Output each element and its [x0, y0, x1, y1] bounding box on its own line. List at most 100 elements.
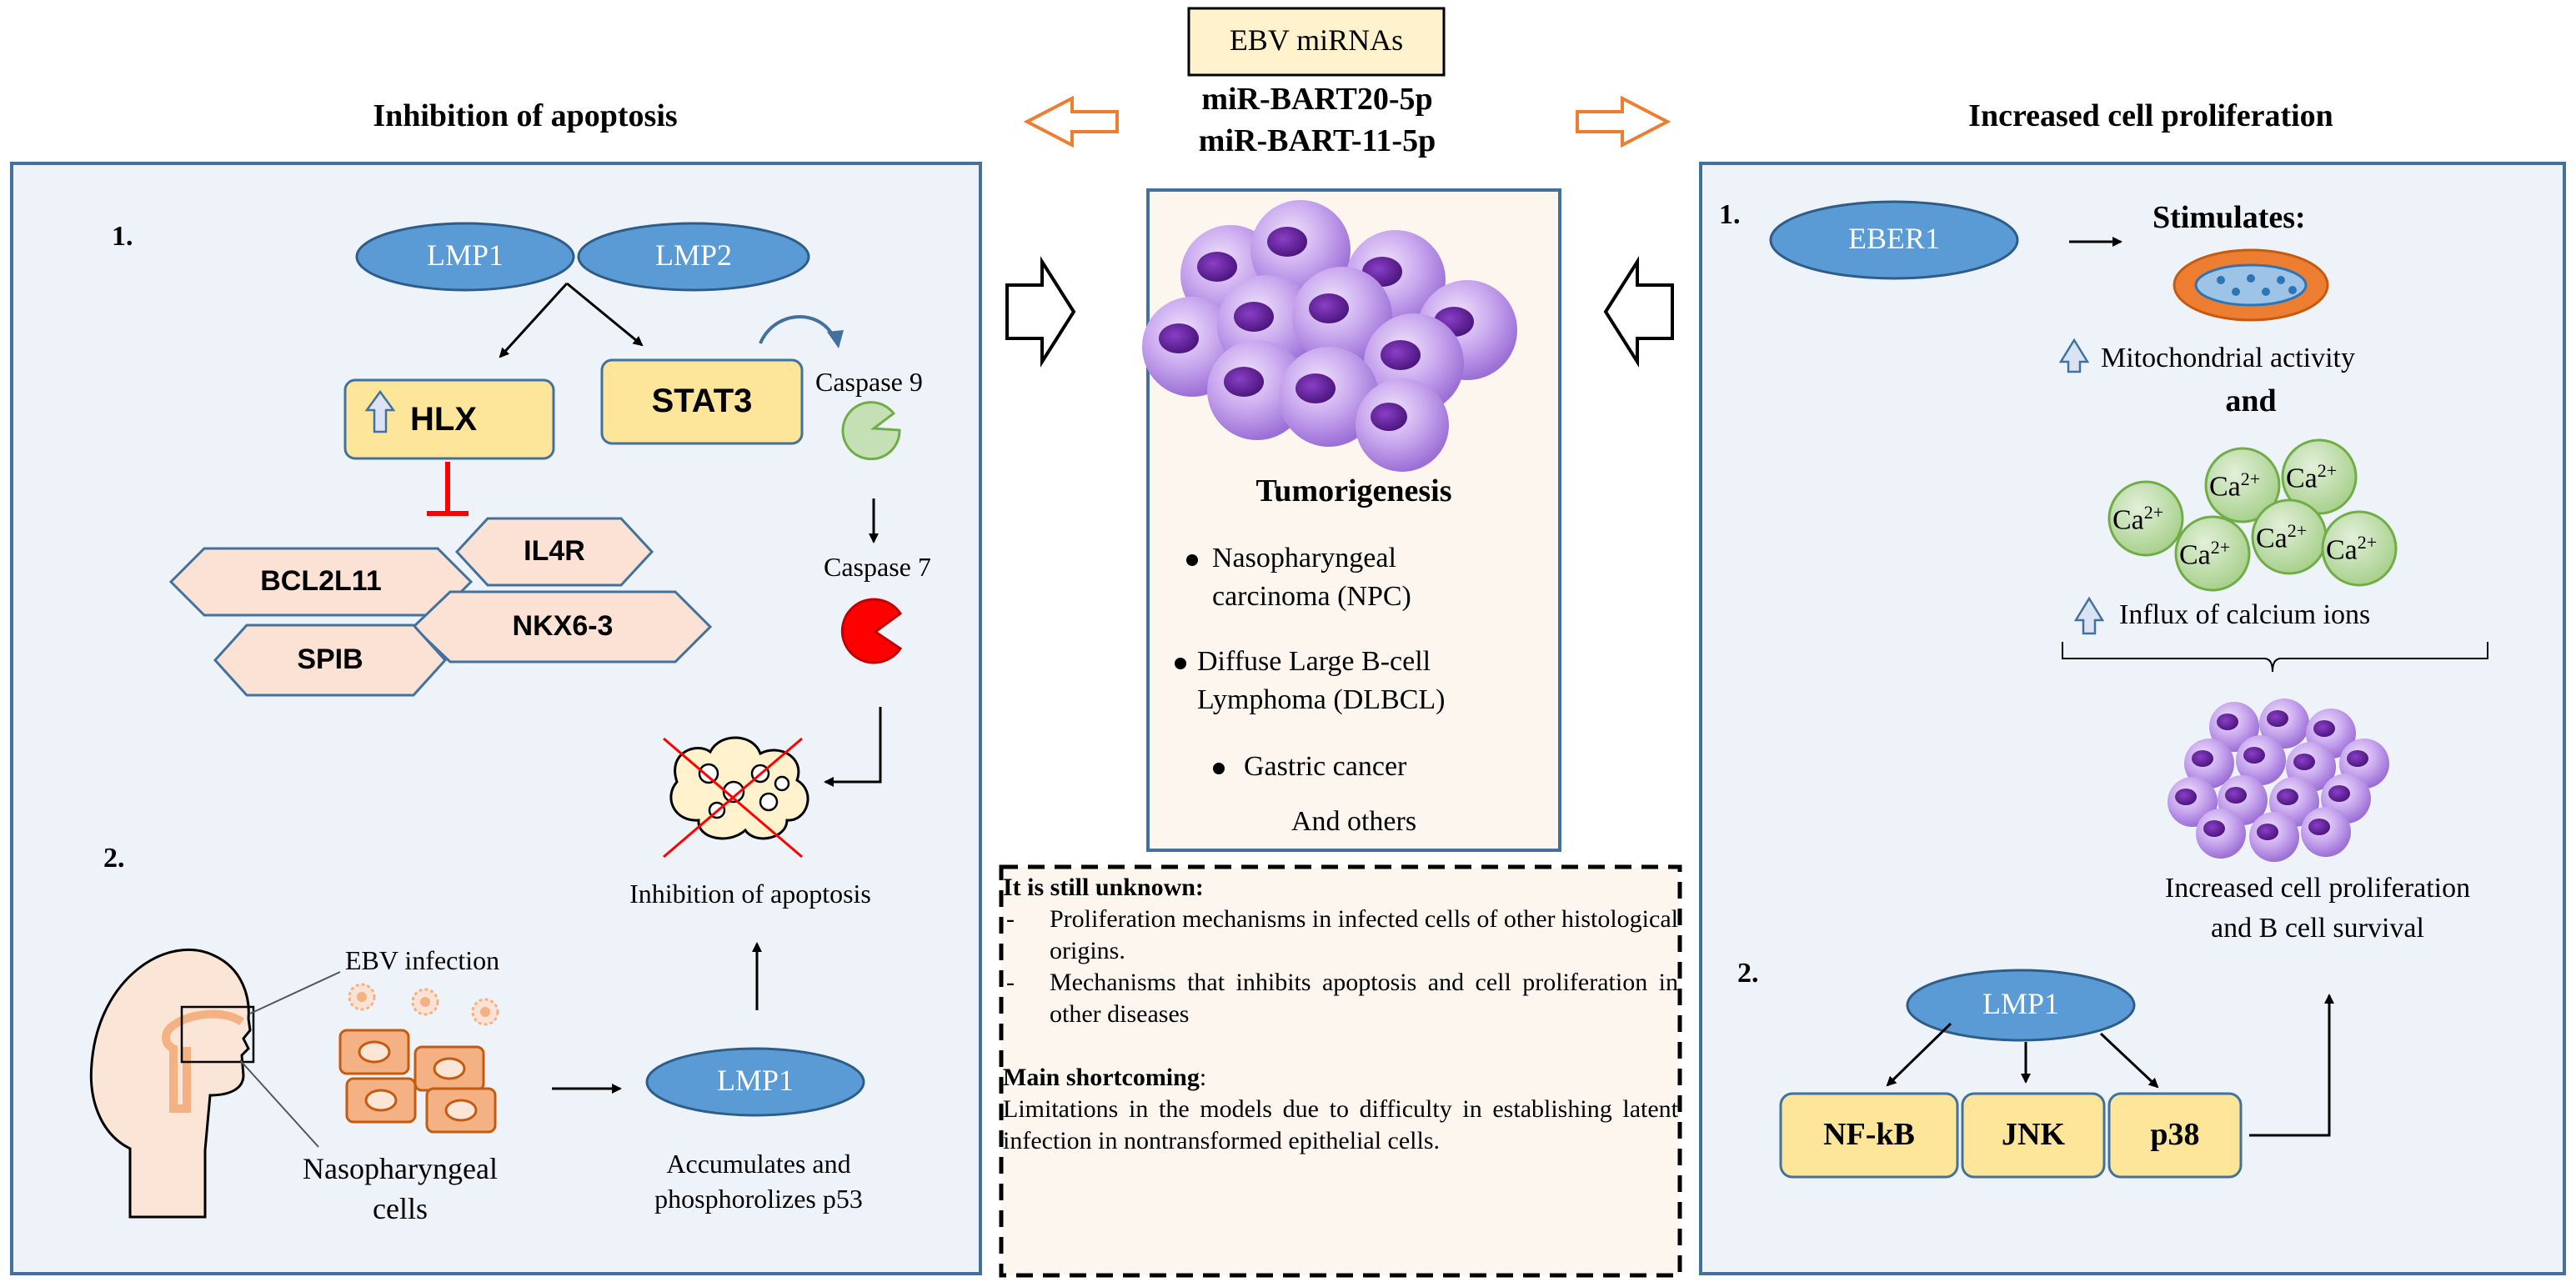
ebv-infection-label: EBV infection [345, 945, 500, 975]
shortcoming-heading: Main shortcoming [1003, 1064, 1200, 1091]
gene-il4r: IL4R [524, 535, 585, 567]
p38-label: p38 [2150, 1117, 2200, 1152]
naso-cells-label-1: Nasopharyngeal [303, 1152, 498, 1185]
lmp2-label: LMP2 [654, 238, 733, 272]
right-section1-number: 1. [1719, 199, 1741, 230]
left-panel-title: Inhibition of apoptosis [373, 98, 678, 133]
shortcoming-text: Limitations in the models due to difficu… [1003, 1095, 1678, 1154]
arrow-to-hlx [499, 282, 569, 358]
orange-arrow-left [1023, 95, 1119, 148]
bullet-gastric [1213, 763, 1225, 774]
stimulates-label: Stimulates: [2153, 200, 2306, 235]
unknown-item-2-text: Mechanisms that inhibits apoptosis and c… [1050, 969, 1678, 1028]
disease-dlbcl-line1: Diffuse Large B-cell [1197, 646, 1431, 677]
hex-nkx6-3 [411, 590, 713, 664]
hlx-box [343, 378, 555, 460]
unknown-heading: It is still unknown: [1003, 874, 1204, 901]
naso-cells-label-2: cells [373, 1192, 428, 1225]
mirna-1-label: miR-BART20-5p [1201, 82, 1433, 117]
up-arrow-calcium [2073, 596, 2105, 635]
lmp2-oval [577, 222, 810, 292]
ebv-mirnas-label: EBV miRNAs [1229, 23, 1404, 57]
left-section2-number: 2. [103, 843, 125, 874]
orange-arrow-right [1576, 95, 1671, 148]
stat3-label: STAT3 [651, 383, 753, 419]
prolif-label-1: Increased cell proliferation [2164, 873, 2471, 904]
epithelial-cells-icon [338, 1029, 497, 1134]
disease-dlbcl-line2: Lymphoma (DLBCL) [1197, 684, 1446, 715]
lmp1-label: LMP1 [426, 238, 504, 272]
jnk-box [1961, 1092, 2106, 1179]
arrow-to-p38 [2099, 1032, 2159, 1089]
eber1-label: EBER1 [1847, 222, 1940, 255]
tumor-cells-icon [1142, 200, 1517, 472]
lmp1-right-label: LMP1 [1982, 987, 2060, 1020]
prolif-label-2: and B cell survival [2211, 913, 2424, 944]
unknown-item-1-text: Proliferation mechanisms in infected cel… [1050, 905, 1678, 964]
up-arrow-hlx [364, 389, 396, 433]
mitochondrion-icon [2173, 248, 2329, 322]
lmp1-oval [355, 222, 575, 292]
lmp1-oval-right [1906, 969, 2136, 1042]
unknown-box: It is still unknown: -Proliferation mech… [1003, 872, 1678, 1272]
bullet-dlbcl [1175, 658, 1186, 669]
block-arrow-from-right [1603, 256, 1674, 368]
eber1-oval [1769, 200, 2019, 280]
caspase7-label: Caspase 7 [824, 552, 931, 582]
disease-npc-line1: Nasopharyngeal [1212, 543, 1396, 573]
hex-spib [213, 623, 448, 697]
calcium-label-2: Ca2+ [2209, 468, 2261, 503]
caspase9-label: Caspase 9 [815, 367, 923, 397]
bullet-npc [1186, 554, 1198, 566]
tumorigenesis-title: Tumorigenesis [1255, 473, 1452, 508]
right-panel-frame [1699, 162, 2566, 1275]
calcium-label-1: Ca2+ [2112, 502, 2164, 536]
proliferating-cells-icon [2168, 699, 2389, 862]
unknown-box-frame [999, 864, 1682, 1278]
right-section2-number: 2. [1737, 958, 1759, 989]
mito-activity-label: Mitochondrial activity [2101, 343, 2355, 373]
lmp1-s2-label: LMP1 [716, 1064, 794, 1097]
nfkb-label: NF-kB [1823, 1117, 1915, 1152]
jnk-label: JNK [2002, 1117, 2065, 1152]
left-section1-number: 1. [112, 221, 133, 252]
accumulates-label-1: Accumulates and [666, 1149, 851, 1179]
calcium-ions-icon [2107, 438, 2398, 592]
nfkb-box [1779, 1092, 1959, 1179]
calcium-label-5: Ca2+ [2256, 520, 2308, 554]
calcium-label-6: Ca2+ [2326, 532, 2378, 566]
mirna-2-label: miR-BART-11-5p [1198, 123, 1436, 158]
grouping-brace [2062, 642, 2488, 673]
arrow-to-nfkb [1886, 1022, 1952, 1087]
and-label: and [2225, 383, 2277, 418]
virus-particle-icon [348, 983, 499, 1026]
ebv-mirna-box [1187, 7, 1446, 77]
calcium-influx-label: Influx of calcium ions [2119, 599, 2371, 630]
inhibition-of-apoptosis-label: Inhibition of apoptosis [629, 879, 871, 909]
caspase9-shape [841, 401, 901, 461]
arrow-to-stat3 [566, 282, 644, 347]
up-arrow-mito [2058, 338, 2090, 373]
unknown-item-2: -Mechanisms that inhibits apoptosis and … [1006, 969, 1678, 1028]
disease-npc-line2: carcinoma (NPC) [1212, 581, 1411, 612]
hex-bcl2l11 [168, 547, 474, 617]
pointer-naso [239, 1059, 319, 1148]
right-panel-title: Increased cell proliferation [1968, 98, 2333, 133]
arrow-casp7-to-cell [824, 707, 882, 787]
accumulates-label-2: phosphorolizes p53 [654, 1184, 863, 1214]
head-silhouette-icon [89, 948, 255, 1219]
hlx-label: HLX [410, 401, 477, 438]
hex-il4r [454, 517, 654, 587]
stat3-box [600, 358, 804, 445]
gene-spib: SPIB [297, 644, 363, 675]
block-arrow-to-center [1005, 256, 1076, 368]
disease-gastric: Gastric cancer [1244, 751, 1407, 782]
p38-box [2107, 1092, 2243, 1179]
lmp1-oval-s2 [645, 1047, 865, 1117]
gene-bcl2l11: BCL2L11 [260, 565, 382, 597]
apoptotic-cell-icon [663, 736, 809, 859]
caspase7-shape [840, 598, 903, 664]
pointer-ebv [249, 971, 341, 1014]
curved-arrow-stat3 [759, 315, 835, 344]
